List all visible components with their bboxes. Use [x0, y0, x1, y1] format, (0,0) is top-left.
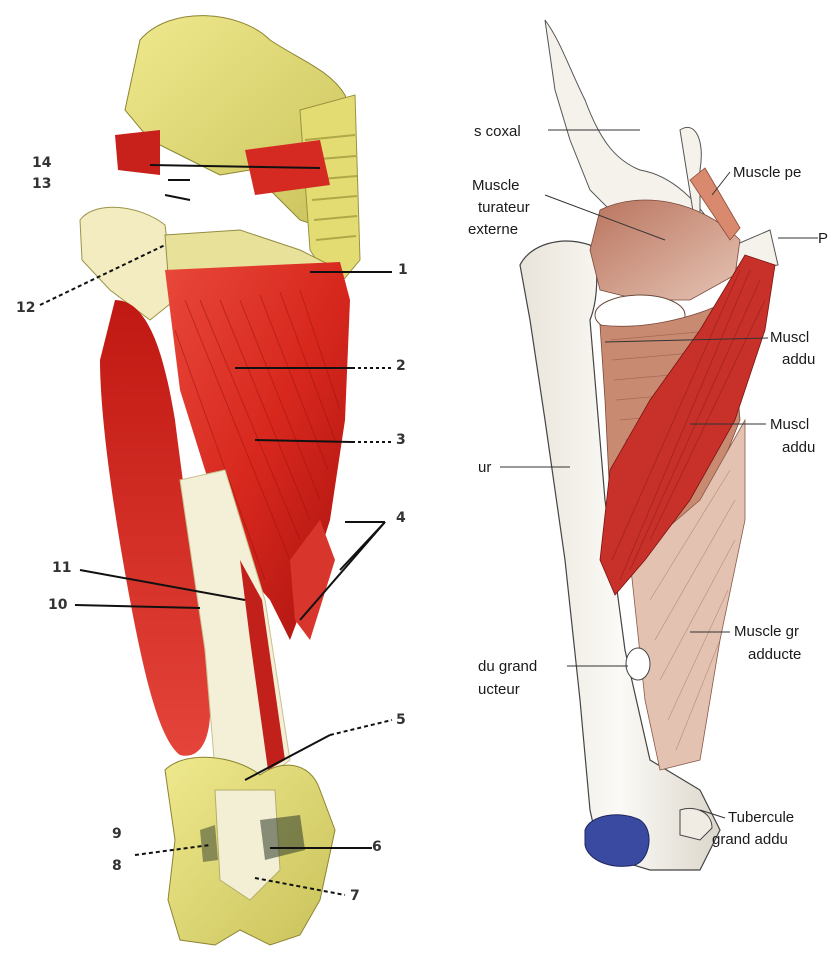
- left-figure: [40, 16, 392, 945]
- condyle-cartilage: [585, 815, 649, 867]
- label-2: 2: [396, 358, 406, 374]
- label-9: 9: [112, 826, 122, 842]
- label-adducteur-court-line2: addu: [782, 350, 815, 369]
- label-12: 12: [16, 300, 35, 316]
- label-1: 1: [398, 262, 408, 278]
- label-6: 6: [372, 839, 382, 855]
- label-os-coxal: s coxal: [474, 122, 521, 141]
- label-5: 5: [396, 712, 406, 728]
- label-11: 11: [52, 560, 71, 576]
- label-tubercule-line2: grand addu: [712, 830, 788, 849]
- label-hiatus-line1: du grand: [478, 657, 537, 676]
- label-adducteur-court-line1: Muscl: [770, 328, 809, 347]
- label-femur: ur: [478, 458, 491, 477]
- label-14: 14: [32, 155, 51, 171]
- label-4: 4: [396, 510, 406, 526]
- label-p: P: [818, 229, 828, 248]
- label-10: 10: [48, 597, 67, 613]
- label-pectine: Muscle pe: [733, 163, 801, 182]
- label-grand-adducteur-line2: adducte: [748, 645, 801, 664]
- label-obturateur-line1: Muscle: [472, 176, 520, 195]
- label-adducteur-long-line1: Muscl: [770, 415, 809, 434]
- label-grand-adducteur-line1: Muscle gr: [734, 622, 799, 641]
- adductor-hiatus: [626, 648, 650, 680]
- label-obturateur-line3: externe: [468, 220, 518, 239]
- knee-ligament-left: [200, 825, 218, 862]
- label-3: 3: [396, 432, 406, 448]
- label-13: 13: [32, 176, 51, 192]
- gemellus-muscle: [115, 130, 160, 175]
- label-tubercule-line1: Tubercule: [728, 808, 794, 827]
- label-adducteur-long-line2: addu: [782, 438, 815, 457]
- right-figure: [500, 20, 818, 870]
- label-7: 7: [350, 888, 360, 904]
- label-8: 8: [112, 858, 122, 874]
- label-hiatus-line2: ucteur: [478, 680, 520, 699]
- label-obturateur-line2: turateur: [478, 198, 530, 217]
